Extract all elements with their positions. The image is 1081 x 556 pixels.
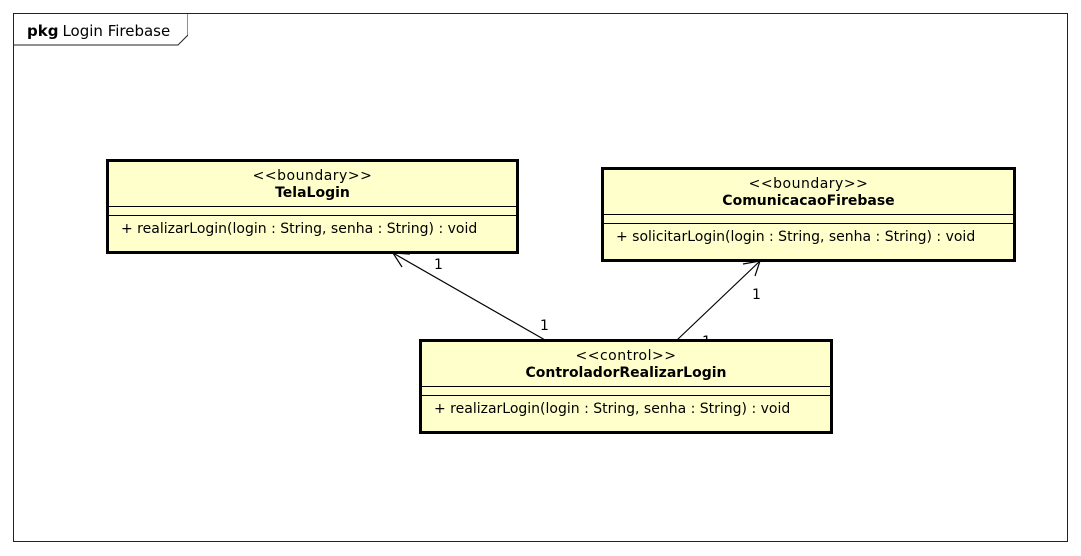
class-name: ControladorRealizarLogin (525, 365, 727, 381)
package-name: Login Firebase (62, 22, 171, 40)
class-operation: + realizarLogin(login : String, senha : … (121, 221, 478, 237)
attributes-compartment (604, 215, 1013, 224)
multiplicity-controlador-end-left: 1 (540, 318, 549, 334)
multiplicity-firebase-end: 1 (752, 287, 761, 303)
package-keyword: pkg (27, 22, 59, 40)
attributes-compartment (422, 387, 830, 396)
class-header: <<boundary>> TelaLogin (109, 162, 516, 207)
class-name: TelaLogin (275, 185, 350, 201)
class-header: <<boundary>> ComunicacaoFirebase (604, 170, 1013, 215)
class-tela-login[interactable]: <<boundary>> TelaLogin + realizarLogin(l… (106, 159, 519, 254)
class-operation: + realizarLogin(login : String, senha : … (434, 401, 791, 417)
package-frame (13, 13, 1068, 542)
class-stereotype: <<control>> (575, 348, 677, 364)
multiplicity-telalogin-end: 1 (434, 257, 443, 273)
class-comunicacao-firebase[interactable]: <<boundary>> ComunicacaoFirebase + solic… (601, 167, 1016, 262)
class-name: ComunicacaoFirebase (722, 193, 895, 209)
attributes-compartment (109, 207, 516, 216)
association-controlador-firebase[interactable] (676, 260, 761, 341)
class-header: <<control>> ControladorRealizarLogin (422, 342, 830, 387)
class-controlador-realizar-login[interactable]: <<control>> ControladorRealizarLogin + r… (419, 339, 833, 434)
class-stereotype: <<boundary>> (748, 176, 869, 192)
association-controlador-telalogin[interactable] (391, 252, 546, 341)
class-stereotype: <<boundary>> (252, 168, 373, 184)
class-operation: + solicitarLogin(login : String, senha :… (616, 229, 976, 245)
